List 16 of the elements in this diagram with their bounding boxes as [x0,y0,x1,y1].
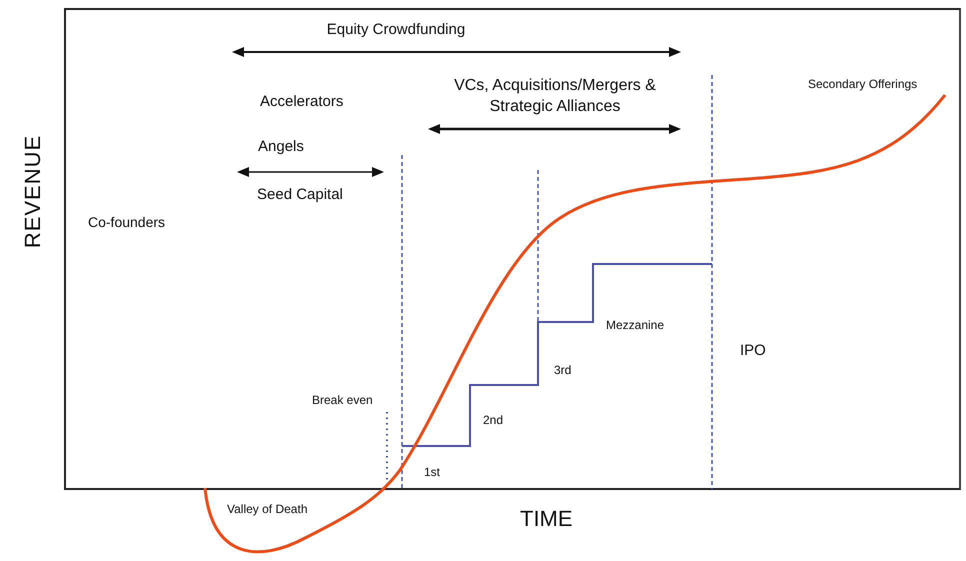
label-text: 3rd [554,362,572,379]
label-text: IPO [740,341,767,361]
label-text: Co-founders [88,213,166,232]
label-text: Valley of Death [227,501,308,518]
label-text: Mezzanine [606,317,666,334]
axis-title: REVENUE [19,134,46,248]
label-text: 2nd [483,412,504,429]
label-text: Secondary Offerings [808,76,918,93]
label-text: Break even [312,392,374,409]
label-text: Equity Crowdfunding [326,20,466,40]
label-text: Angels [258,137,305,157]
label-text: 1st [424,464,442,481]
label-text: Seed Capital [257,185,344,205]
label-text: Accelerators [260,92,344,112]
label-text: VCs, Acquisitions/Mergers & Strategic Alliances [453,76,657,117]
label-text: TIME [520,505,574,533]
